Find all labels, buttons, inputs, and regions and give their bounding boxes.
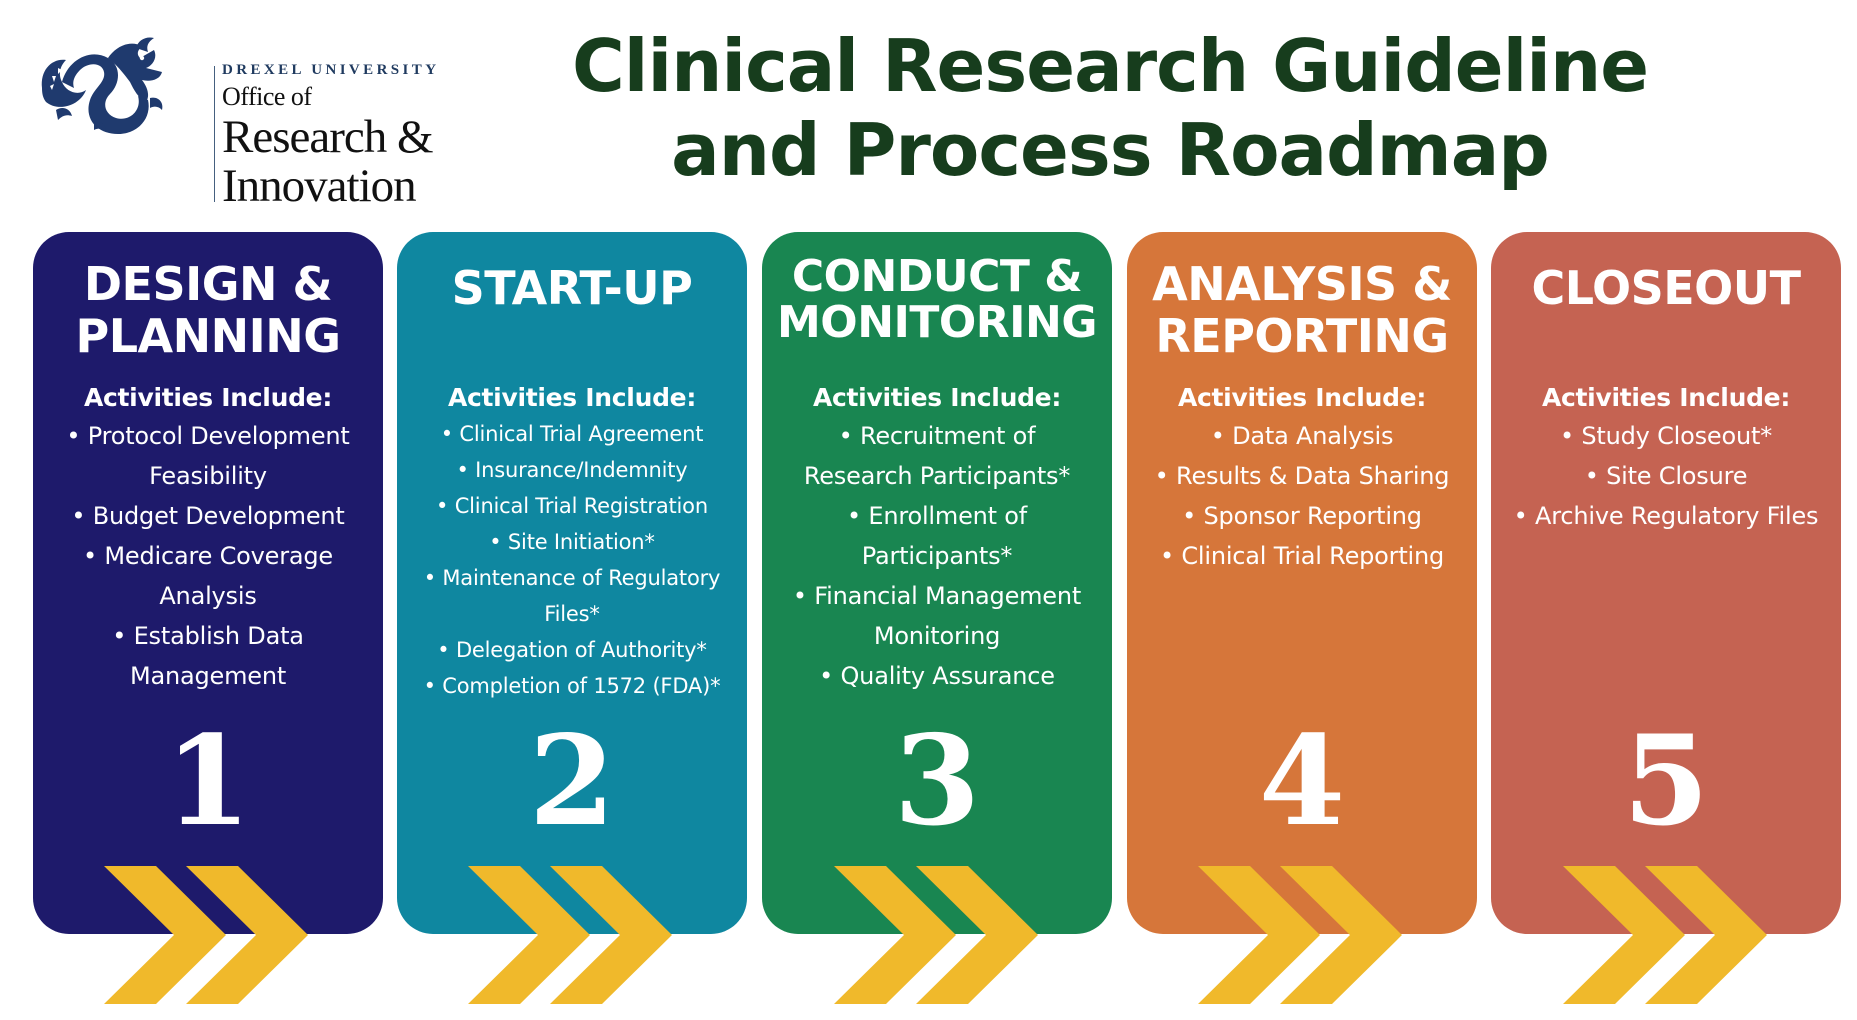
activities-label: Activities Include: xyxy=(1541,383,1791,412)
activities-list: • Protocol Development Feasibility • Bud… xyxy=(33,416,383,696)
stage-number: 2 xyxy=(528,709,616,854)
activity-item: Monitoring xyxy=(873,622,1001,650)
activities-list: • Data Analysis • Results & Data Sharing… xyxy=(1127,416,1477,576)
logo-divider xyxy=(214,66,215,202)
activities-list: • Clinical Trial Agreement • Insurance/I… xyxy=(397,416,747,704)
activity-item: • Recruitment of xyxy=(838,422,1036,450)
activity-item: • Quality Assurance xyxy=(819,662,1055,690)
activity-item: • Data Analysis xyxy=(1210,422,1394,450)
activity-item: • Results & Data Sharing xyxy=(1154,462,1450,490)
double-chevron-right-icon xyxy=(834,866,1038,1004)
stage-card-design-planning: DESIGN & PLANNING Activities Include: • … xyxy=(33,232,383,934)
stage-title-line-1: DESIGN & xyxy=(83,257,333,311)
stage-title-line-1: START-UP xyxy=(451,261,693,315)
page-title: Clinical Research Guideline and Process … xyxy=(540,24,1680,192)
activity-item: • Protocol Development xyxy=(66,422,350,450)
double-chevron-right-icon xyxy=(1563,866,1767,1004)
activities-label: Activities Include: xyxy=(447,383,697,412)
activities-list: • Recruitment of Research Participants* … xyxy=(762,416,1112,696)
stage-number: 1 xyxy=(164,709,252,854)
activities-list: • Study Closeout* • Site Closure • Archi… xyxy=(1491,416,1841,536)
stage-number: 5 xyxy=(1622,709,1710,854)
activity-item: • Delegation of Authority* xyxy=(437,638,707,662)
activity-item: Research Participants* xyxy=(803,462,1071,490)
activities: Activities Include: • Protocol Developme… xyxy=(33,380,383,696)
activity-item: • Study Closeout* xyxy=(1560,422,1772,450)
stage-title: ANALYSIS & REPORTING xyxy=(1127,258,1477,362)
activities: Activities Include: • Recruitment of Res… xyxy=(762,380,1112,696)
activity-item: • Clinical Trial Reporting xyxy=(1159,542,1445,570)
activity-item: Feasibility xyxy=(149,462,267,490)
activities: Activities Include: • Clinical Trial Agr… xyxy=(397,380,747,704)
activity-item: • Insurance/Indemnity xyxy=(456,458,688,482)
activity-item: Analysis xyxy=(159,582,257,610)
activities-label: Activities Include: xyxy=(83,383,333,412)
activity-item: • Clinical Trial Registration xyxy=(436,494,708,518)
stage-card-start-up: START-UP Activities Include: • Clinical … xyxy=(397,232,747,934)
stage-title-line-1: CLOSEOUT xyxy=(1531,261,1801,315)
activity-item: Participants* xyxy=(861,542,1013,570)
stage-card-analysis-reporting: ANALYSIS & REPORTING Activities Include:… xyxy=(1127,232,1477,934)
stage-title: START-UP xyxy=(397,262,747,314)
stage-title: CONDUCT & MONITORING xyxy=(762,254,1112,346)
activity-item: Files* xyxy=(544,602,600,626)
activities: Activities Include: • Study Closeout* • … xyxy=(1491,380,1841,536)
activities-label: Activities Include: xyxy=(812,383,1062,412)
stage-title: DESIGN & PLANNING xyxy=(33,258,383,362)
activity-item: • Sponsor Reporting xyxy=(1182,502,1422,530)
dragon-icon xyxy=(41,37,163,134)
drexel-logo: DREXEL UNIVERSITY Office of Research & I… xyxy=(38,30,436,210)
stage-card-closeout: CLOSEOUT Activities Include: • Study Clo… xyxy=(1491,232,1841,934)
double-chevron-right-icon xyxy=(468,866,672,1004)
activity-item: • Enrollment of xyxy=(846,502,1028,530)
activity-item: • Medicare Coverage xyxy=(83,542,333,570)
activity-item: • Budget Development xyxy=(71,502,345,530)
logo-innovation: Innovation xyxy=(222,160,417,212)
stage-title-line-2: REPORTING xyxy=(1155,309,1449,363)
activity-item: • Financial Management xyxy=(792,582,1082,610)
title-line-2: and Process Roadmap xyxy=(671,108,1550,192)
stage-number: 3 xyxy=(893,709,981,854)
stage-title-line-2: PLANNING xyxy=(75,309,342,363)
activities-label: Activities Include: xyxy=(1177,383,1427,412)
activity-item: • Establish Data xyxy=(112,622,304,650)
logo-office-of: Office of xyxy=(222,82,312,111)
logo-research: Research & xyxy=(222,111,434,163)
stage-title-line-2: MONITORING xyxy=(777,297,1098,348)
activity-item: • Maintenance of Regulatory xyxy=(423,566,721,590)
stage-title-line-1: ANALYSIS & xyxy=(1152,257,1452,311)
activities: Activities Include: • Data Analysis • Re… xyxy=(1127,380,1477,576)
title-line-1: Clinical Research Guideline xyxy=(571,24,1649,108)
double-chevron-right-icon xyxy=(1198,866,1402,1004)
stage-number: 4 xyxy=(1258,709,1346,854)
activity-item: • Completion of 1572 (FDA)* xyxy=(423,674,721,698)
activity-item: • Site Closure xyxy=(1584,462,1748,490)
activity-item: • Archive Regulatory Files xyxy=(1513,502,1819,530)
activity-item: • Clinical Trial Agreement xyxy=(440,422,704,446)
double-chevron-right-icon xyxy=(104,866,308,1004)
stage-card-conduct-monitoring: CONDUCT & MONITORING Activities Include:… xyxy=(762,232,1112,934)
activity-item: Management xyxy=(129,662,287,690)
logo-university: DREXEL UNIVERSITY xyxy=(222,62,440,78)
stage-title: CLOSEOUT xyxy=(1491,262,1841,314)
activity-item: • Site Initiation* xyxy=(489,530,655,554)
stage-title-line-1: CONDUCT & xyxy=(791,251,1083,302)
